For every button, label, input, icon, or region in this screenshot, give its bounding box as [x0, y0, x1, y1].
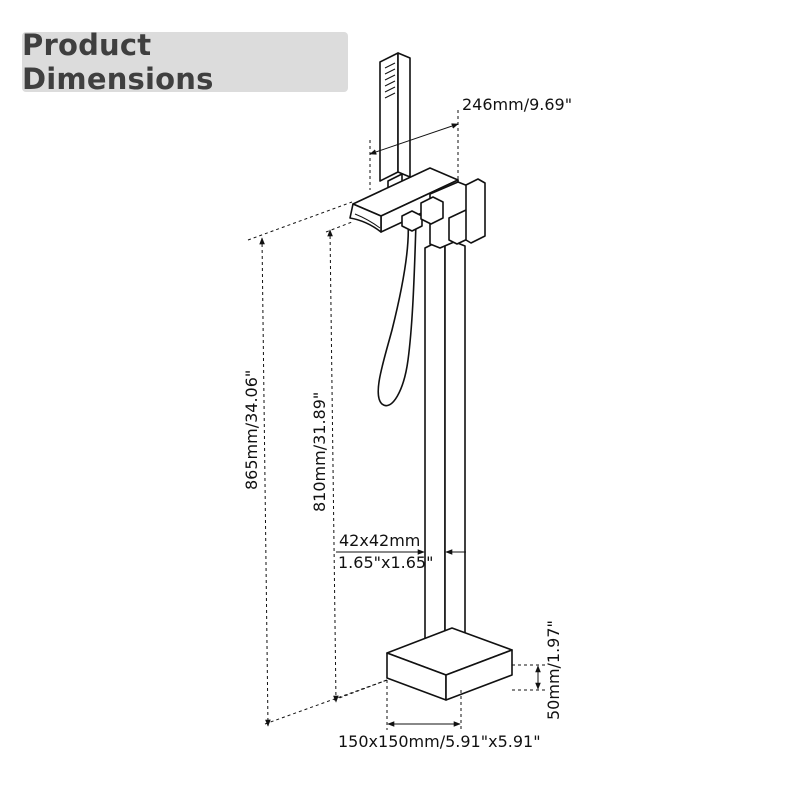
main-pipe	[424, 237, 466, 661]
hose	[377, 221, 417, 407]
spout-reach-label: 246mm/9.69"	[462, 95, 572, 114]
base-plate	[386, 627, 513, 701]
spout-height-dimension-arrow	[327, 229, 339, 703]
total-height-dimension-arrow	[259, 237, 271, 727]
base-size-label: 150x150mm/5.91"x5.91"	[338, 732, 541, 751]
width-dimension-arrow	[369, 123, 459, 155]
hand-shower	[379, 52, 411, 194]
base-height-label: 50mm/1.97"	[544, 620, 563, 720]
pipe-size-mm-label: 42x42mm	[339, 531, 420, 550]
spout-height-label: 810mm/31.89"	[310, 392, 329, 512]
total-height-label: 865mm/34.06"	[242, 370, 261, 490]
dimension-lines	[247, 110, 545, 730]
faucet-outline	[349, 52, 513, 701]
page-title: Product Dimensions	[22, 28, 348, 96]
hose-connector	[401, 196, 444, 232]
pipe-size-in-label: 1.65"x1.65"	[338, 553, 433, 572]
lever-handle	[448, 178, 486, 245]
page-title-text: Product Dimensions	[22, 28, 214, 96]
